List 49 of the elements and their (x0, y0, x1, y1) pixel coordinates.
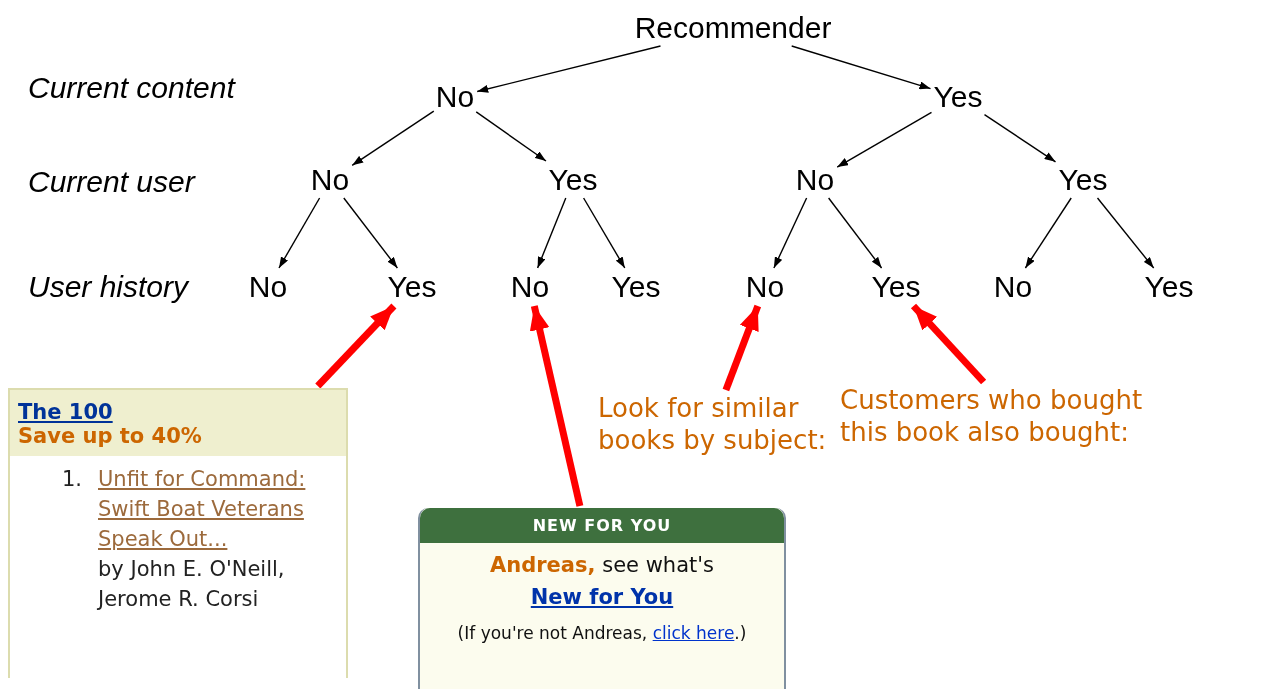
arrow (983, 113, 1057, 163)
arrow (475, 111, 547, 162)
list-title-link: The 100 (18, 400, 113, 424)
tree-node-label: No (795, 164, 835, 196)
panel-header: NEW FOR YOU (420, 508, 784, 543)
recommendation-heading: Customers who bought this book also bought: (840, 384, 1190, 448)
row-label: Current user (28, 165, 195, 199)
arrow (582, 197, 626, 269)
arrow (791, 45, 932, 90)
tree-node-label: Yes (871, 271, 921, 303)
recommendation-panel (418, 508, 786, 689)
arrow (315, 303, 397, 389)
tree-node-label: Yes (611, 271, 661, 303)
arrow (476, 45, 662, 93)
tree-node-label: Yes (1144, 271, 1194, 303)
arrow (536, 197, 567, 269)
recommendation-heading: Look for similar books by subject: (598, 392, 828, 456)
row-label: Current content (28, 71, 235, 105)
discount-text: Save up to 40% (18, 424, 202, 448)
tree-node-label: Yes (933, 81, 983, 113)
link: click here (652, 623, 735, 643)
tree-node-label: Yes (1058, 164, 1108, 196)
tree-node-label: No (310, 164, 350, 196)
row-label: User history (28, 270, 189, 304)
arrow (722, 304, 762, 392)
arrow (836, 111, 933, 168)
tree-node-label: Yes (548, 164, 598, 196)
arrow (910, 303, 987, 385)
sign-in-note: (If you're not Andreas, click here.) (456, 622, 748, 645)
list-number: 1. (62, 466, 83, 493)
tree-node-label: Recommender (634, 12, 832, 44)
arrow (1024, 197, 1072, 269)
author-text: by John E. O'Neill, Jerome R. Corsi (98, 556, 286, 613)
tree-node-label: No (993, 271, 1033, 303)
arrow (351, 110, 435, 166)
arrow (529, 305, 584, 507)
tree-node-label: Yes (387, 271, 437, 303)
arrow (343, 197, 399, 269)
tree-node-label: No (745, 271, 785, 303)
greeting-text: Andreas, see what's New for You (489, 552, 715, 611)
tree-node-label: No (248, 271, 288, 303)
arrow (773, 197, 808, 269)
arrow (1096, 197, 1155, 269)
tree-node-label: No (510, 271, 550, 303)
arrow (827, 197, 883, 269)
bestseller-panel (8, 388, 348, 678)
book-title-link: Unfit for Command: Swift Boat Veterans Speak Out... (98, 466, 307, 553)
tree-node-label: No (435, 81, 475, 113)
arrow (278, 197, 321, 269)
